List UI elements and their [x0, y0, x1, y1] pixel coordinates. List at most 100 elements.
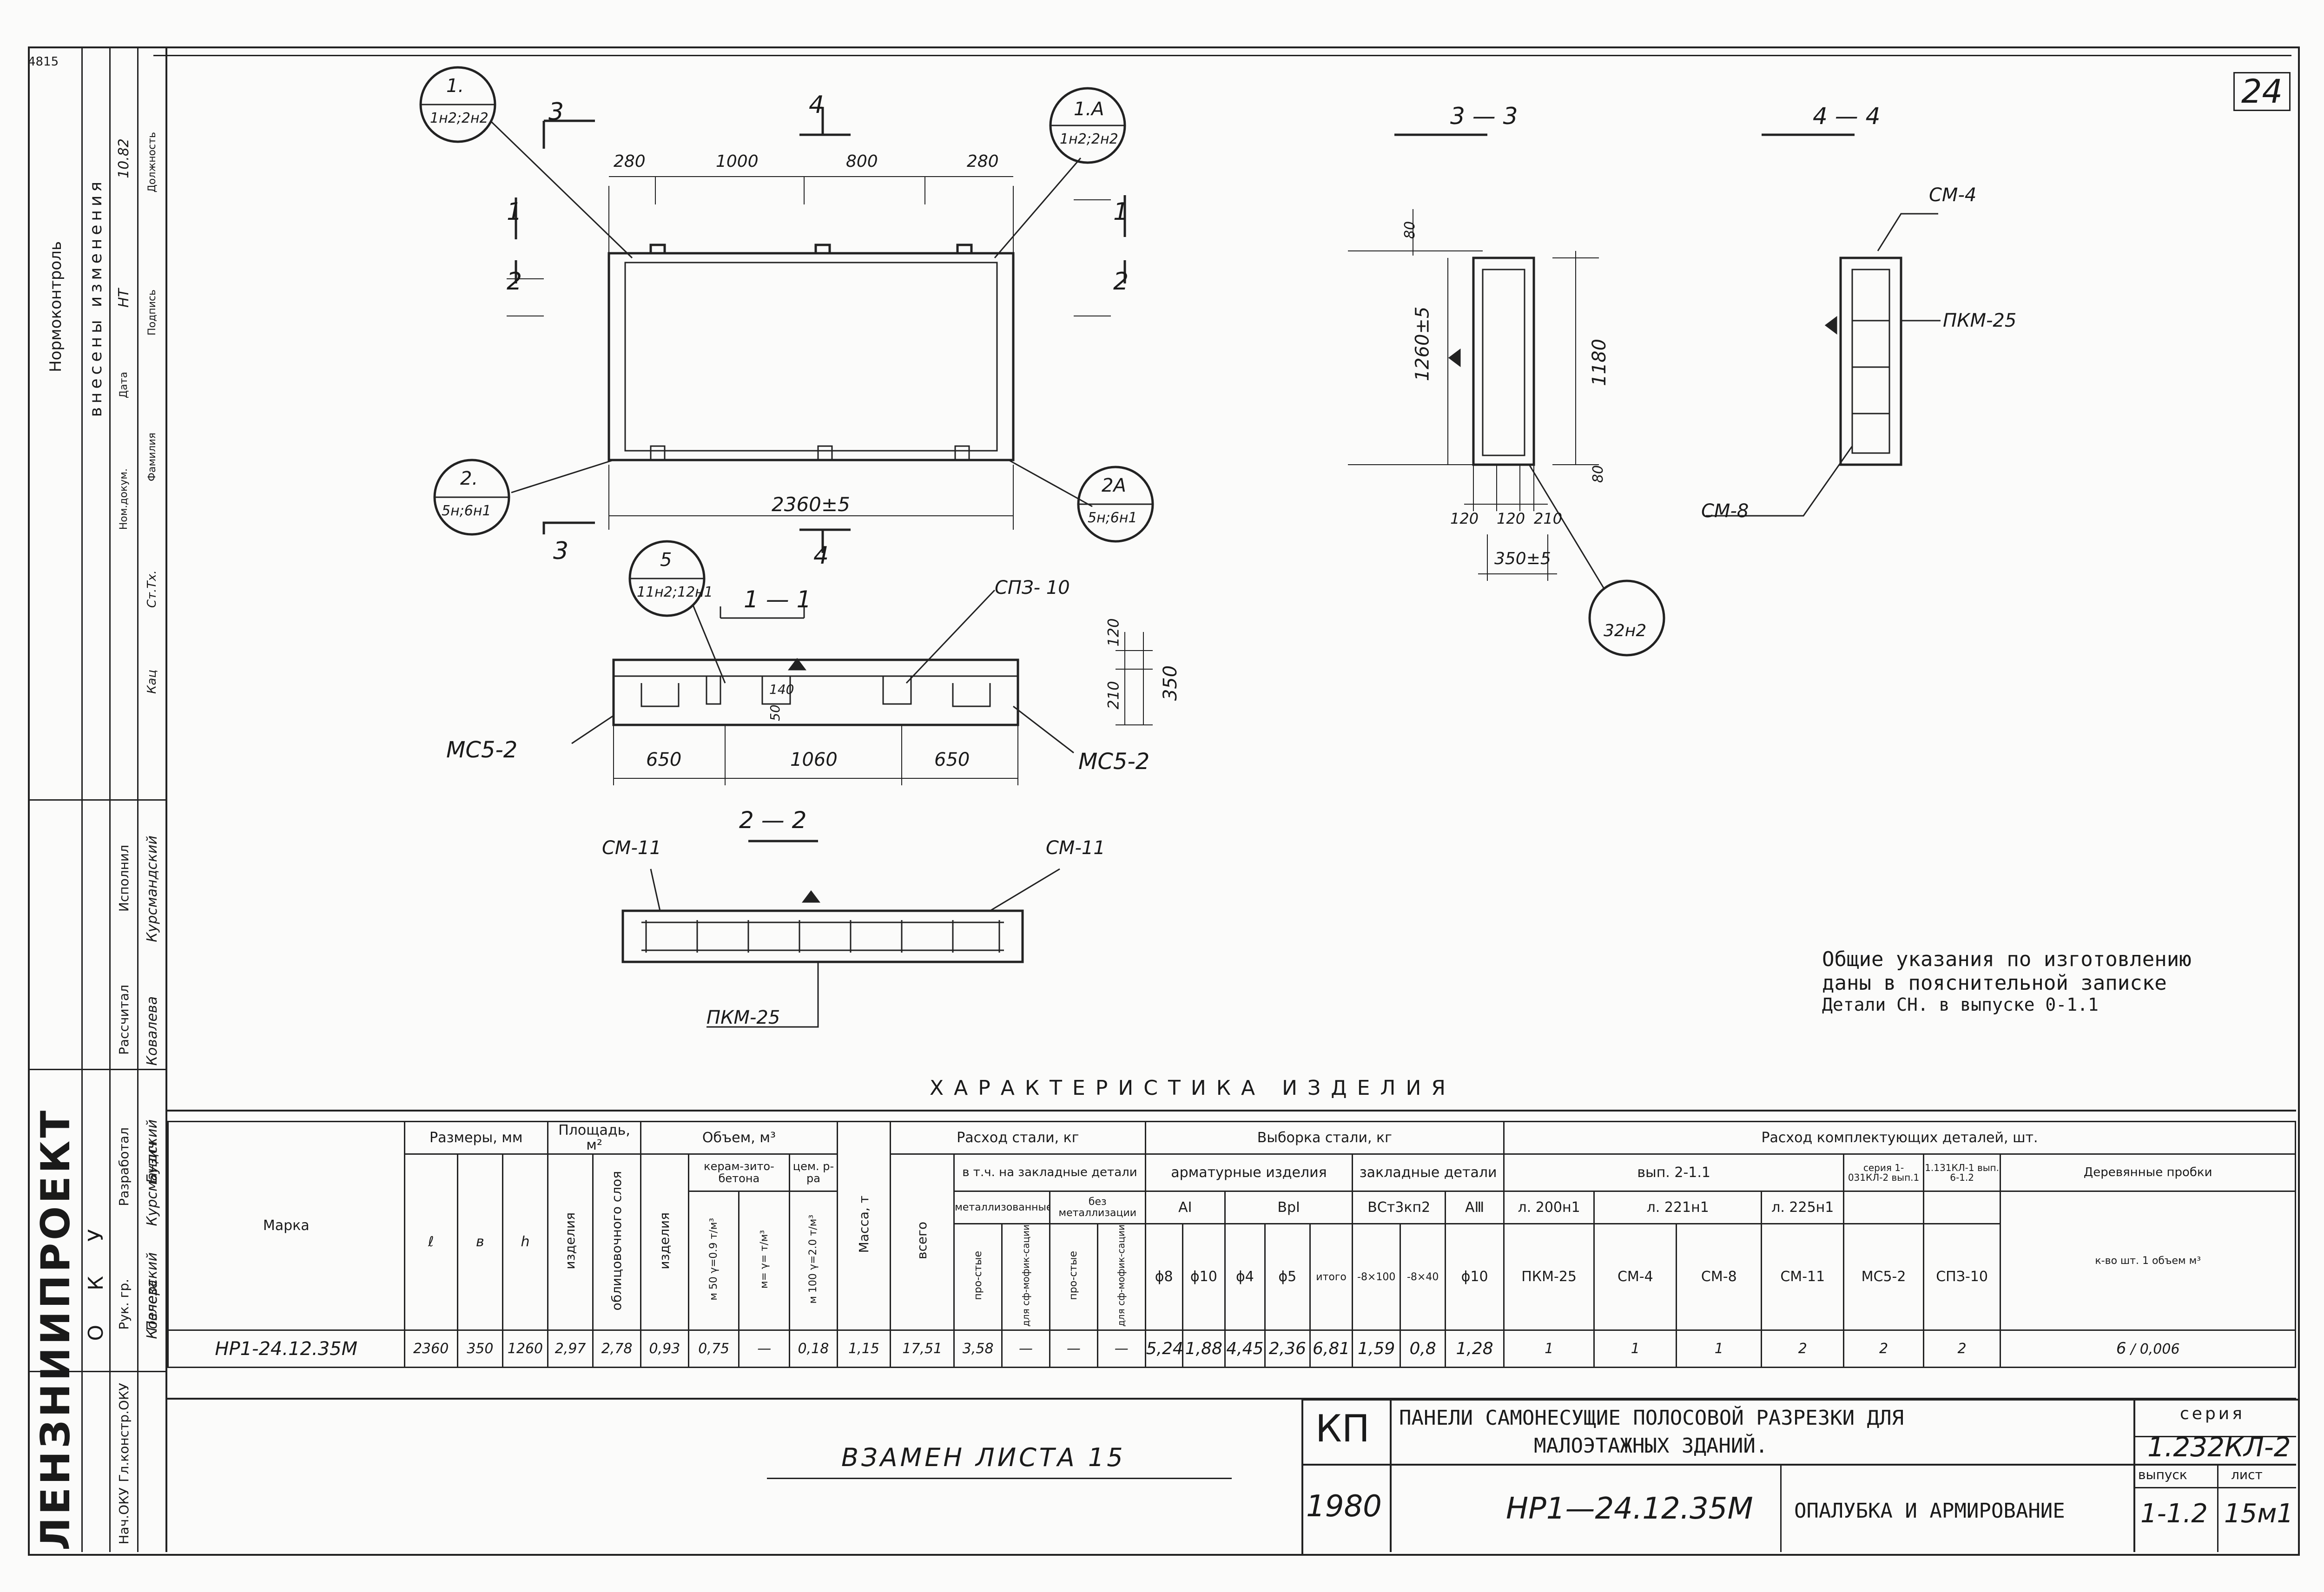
col-area-item: изделия	[547, 1153, 594, 1331]
tb-issue-value: 1-1.2	[2140, 1499, 2208, 1529]
col-series-1031: серия 1-031КЛ-2 вып.1	[1843, 1153, 1924, 1192]
col-b: в	[456, 1153, 503, 1331]
cell-cm4: 1	[1593, 1329, 1677, 1368]
dim-plan-140: 140	[769, 682, 794, 697]
col-vyp21: вып. 2-1.1	[1503, 1153, 1845, 1192]
cell-steel-modif1: —	[1001, 1329, 1050, 1368]
dim-plan-650-right: 650	[934, 749, 970, 770]
col-ceram: керам-зито-бетона	[687, 1153, 791, 1192]
cell-d5: 2,36	[1264, 1329, 1311, 1368]
col-embed: закладные детали	[1352, 1153, 1505, 1192]
col-cement-a: м 100 γ=2.0 т/м³	[789, 1190, 838, 1331]
cell-vol-ceram2: —	[738, 1329, 790, 1368]
spec-title: ХАРАКТЕРИСТИКА ИЗДЕЛИЯ	[930, 1076, 1456, 1100]
dim-33-120a: 120	[1450, 510, 1479, 527]
general-notes: Общие указания по изготовлению даны в по…	[1822, 947, 2192, 1015]
col-e1: -8×100	[1352, 1223, 1401, 1331]
cell-b: 350	[456, 1329, 503, 1368]
col-e2: -8×40	[1400, 1223, 1446, 1331]
col-vst: ВСт3кп2	[1352, 1191, 1446, 1224]
section-2-2-title: 2 — 2	[739, 807, 807, 834]
col-nometal: без металлизации	[1049, 1191, 1146, 1224]
sheet-corner-number: 24	[2233, 72, 2291, 111]
cell-steel-simple2: —	[1049, 1329, 1098, 1368]
section-2-mark-right: 2	[1113, 268, 1129, 296]
cell-plugs-qty: 6	[2116, 1339, 2126, 1358]
col-modif2: для сф-мофик-сации	[1096, 1223, 1146, 1331]
sidebar: Нормоконтроль внесены изменения Дата Ном…	[28, 46, 167, 1552]
cm8-label: СМ-8	[1701, 500, 1749, 522]
tb-kp: КП	[1315, 1407, 1370, 1450]
dim-top-280-left: 280	[614, 152, 646, 171]
section-2-mark-left: 2	[507, 268, 522, 296]
col-aiii: АⅢ	[1445, 1191, 1505, 1224]
callout-1a-num: 1.А	[1074, 99, 1104, 120]
col-d8: ϕ8	[1144, 1223, 1183, 1331]
cm4-label: СМ-4	[1929, 184, 1977, 206]
cell-plugs: 6 / 0,006	[2000, 1329, 2296, 1368]
col-cm11: СМ-11	[1761, 1223, 1845, 1331]
spec-table: Марка Размеры, мм Площадь, м² Объем, м³ …	[167, 1120, 2296, 1368]
lifting-loops	[649, 243, 973, 253]
note-line-3: Детали СН. в выпуске 0-1.1	[1822, 994, 2099, 1015]
callout-1-num: 1.	[446, 75, 464, 97]
mc-right-label: МС5-2	[1078, 749, 1150, 775]
section-1-mark-right: 1	[1113, 198, 1129, 226]
cell-pkm25: 1	[1503, 1329, 1595, 1368]
col-series-1131: 1.131КЛ-1 вып. 6-1.2	[1922, 1153, 2001, 1192]
tb-title-line1: ПАНЕЛИ САМОНЕСУЩИЕ ПОЛОСОВОЙ РАЗРЕЗКИ ДЛ…	[1399, 1406, 1904, 1430]
col-mc52: МС5-2	[1843, 1223, 1924, 1331]
col-cm4: СМ-4	[1593, 1223, 1677, 1331]
section-1-1-title: 1 — 1	[744, 586, 812, 613]
col-l: ℓ	[403, 1153, 458, 1331]
col-steel-incl: в т.ч. на закладные детали	[953, 1153, 1146, 1192]
cell-itogo: 6,81	[1309, 1329, 1353, 1368]
cell-area-facing: 2,78	[592, 1329, 642, 1368]
dim-plan-650-left: 650	[646, 749, 682, 770]
front-view	[419, 66, 1154, 553]
col-mass-header: Масса, т	[836, 1120, 891, 1331]
cell-spz10: 2	[1922, 1329, 2001, 1368]
dim-length: 2360±5	[772, 493, 850, 516]
cell-area-item: 2,97	[547, 1329, 594, 1368]
col-cement: цем. р-ра	[789, 1153, 838, 1192]
tb-title-line2: МАЛОЭТАЖНЫХ ЗДАНИЙ.	[1534, 1434, 1768, 1458]
col-d5: ϕ5	[1264, 1223, 1311, 1331]
callout-2-num: 2.	[460, 468, 478, 489]
cm11-left-label: СМ-11	[602, 837, 661, 859]
section-3-mark-top: 3	[548, 98, 564, 126]
tb-mark: НР1—24.12.35М	[1506, 1492, 1753, 1526]
cm11-right-label: СМ-11	[1046, 837, 1105, 859]
tb-sheet-value: 15м1	[2224, 1499, 2294, 1529]
mc-left-label: МС5-2	[446, 737, 518, 763]
dim-plan-1060: 1060	[790, 749, 838, 770]
note-line-1: Общие указания по изготовлению	[1822, 947, 2192, 971]
dim-33-210: 210	[1534, 510, 1563, 527]
cell-d8: 5,24	[1144, 1329, 1183, 1368]
callout-1a-ref: 1н2;2н2	[1060, 131, 1118, 147]
dim-plan-210: 210	[1104, 681, 1122, 710]
col-parts-header: Расход комплектующих деталей, шт.	[1503, 1121, 2296, 1155]
section-33-callout: 32н2	[1604, 621, 1647, 640]
cell-vol-ceram: 0,75	[687, 1329, 740, 1368]
cell-d4: 4,45	[1224, 1329, 1266, 1368]
replace-sheet-note: ВЗАМЕН ЛИСТА 15	[841, 1443, 1126, 1472]
callout-2a-ref: 5н;6н1	[1088, 510, 1137, 526]
note-line-2: даны в пояснительной записке	[1822, 971, 2167, 995]
dim-plan-350: 350	[1160, 665, 1182, 701]
tb-sheet-label: лист	[2231, 1467, 2263, 1482]
dim-top-280-right: 280	[967, 152, 999, 171]
cell-vol-item: 0,93	[640, 1329, 689, 1368]
tb-series-value: 1.232КЛ-2	[2147, 1431, 2291, 1463]
dim-33-top-80: 80	[1402, 221, 1419, 239]
cell-steel-simple1: 3,58	[953, 1329, 1003, 1368]
col-steel-selection-header: Выборка стали, кг	[1144, 1121, 1505, 1155]
cell-l: 2360	[403, 1329, 458, 1368]
col-area-header: Площадь, м²	[547, 1121, 642, 1155]
col-simple2: про-стые	[1049, 1223, 1098, 1331]
cell-cm11: 2	[1761, 1329, 1845, 1368]
dim-33-120b: 120	[1497, 510, 1525, 527]
section-2-2	[621, 840, 1060, 1028]
cell-d10b: 1,28	[1445, 1329, 1505, 1368]
